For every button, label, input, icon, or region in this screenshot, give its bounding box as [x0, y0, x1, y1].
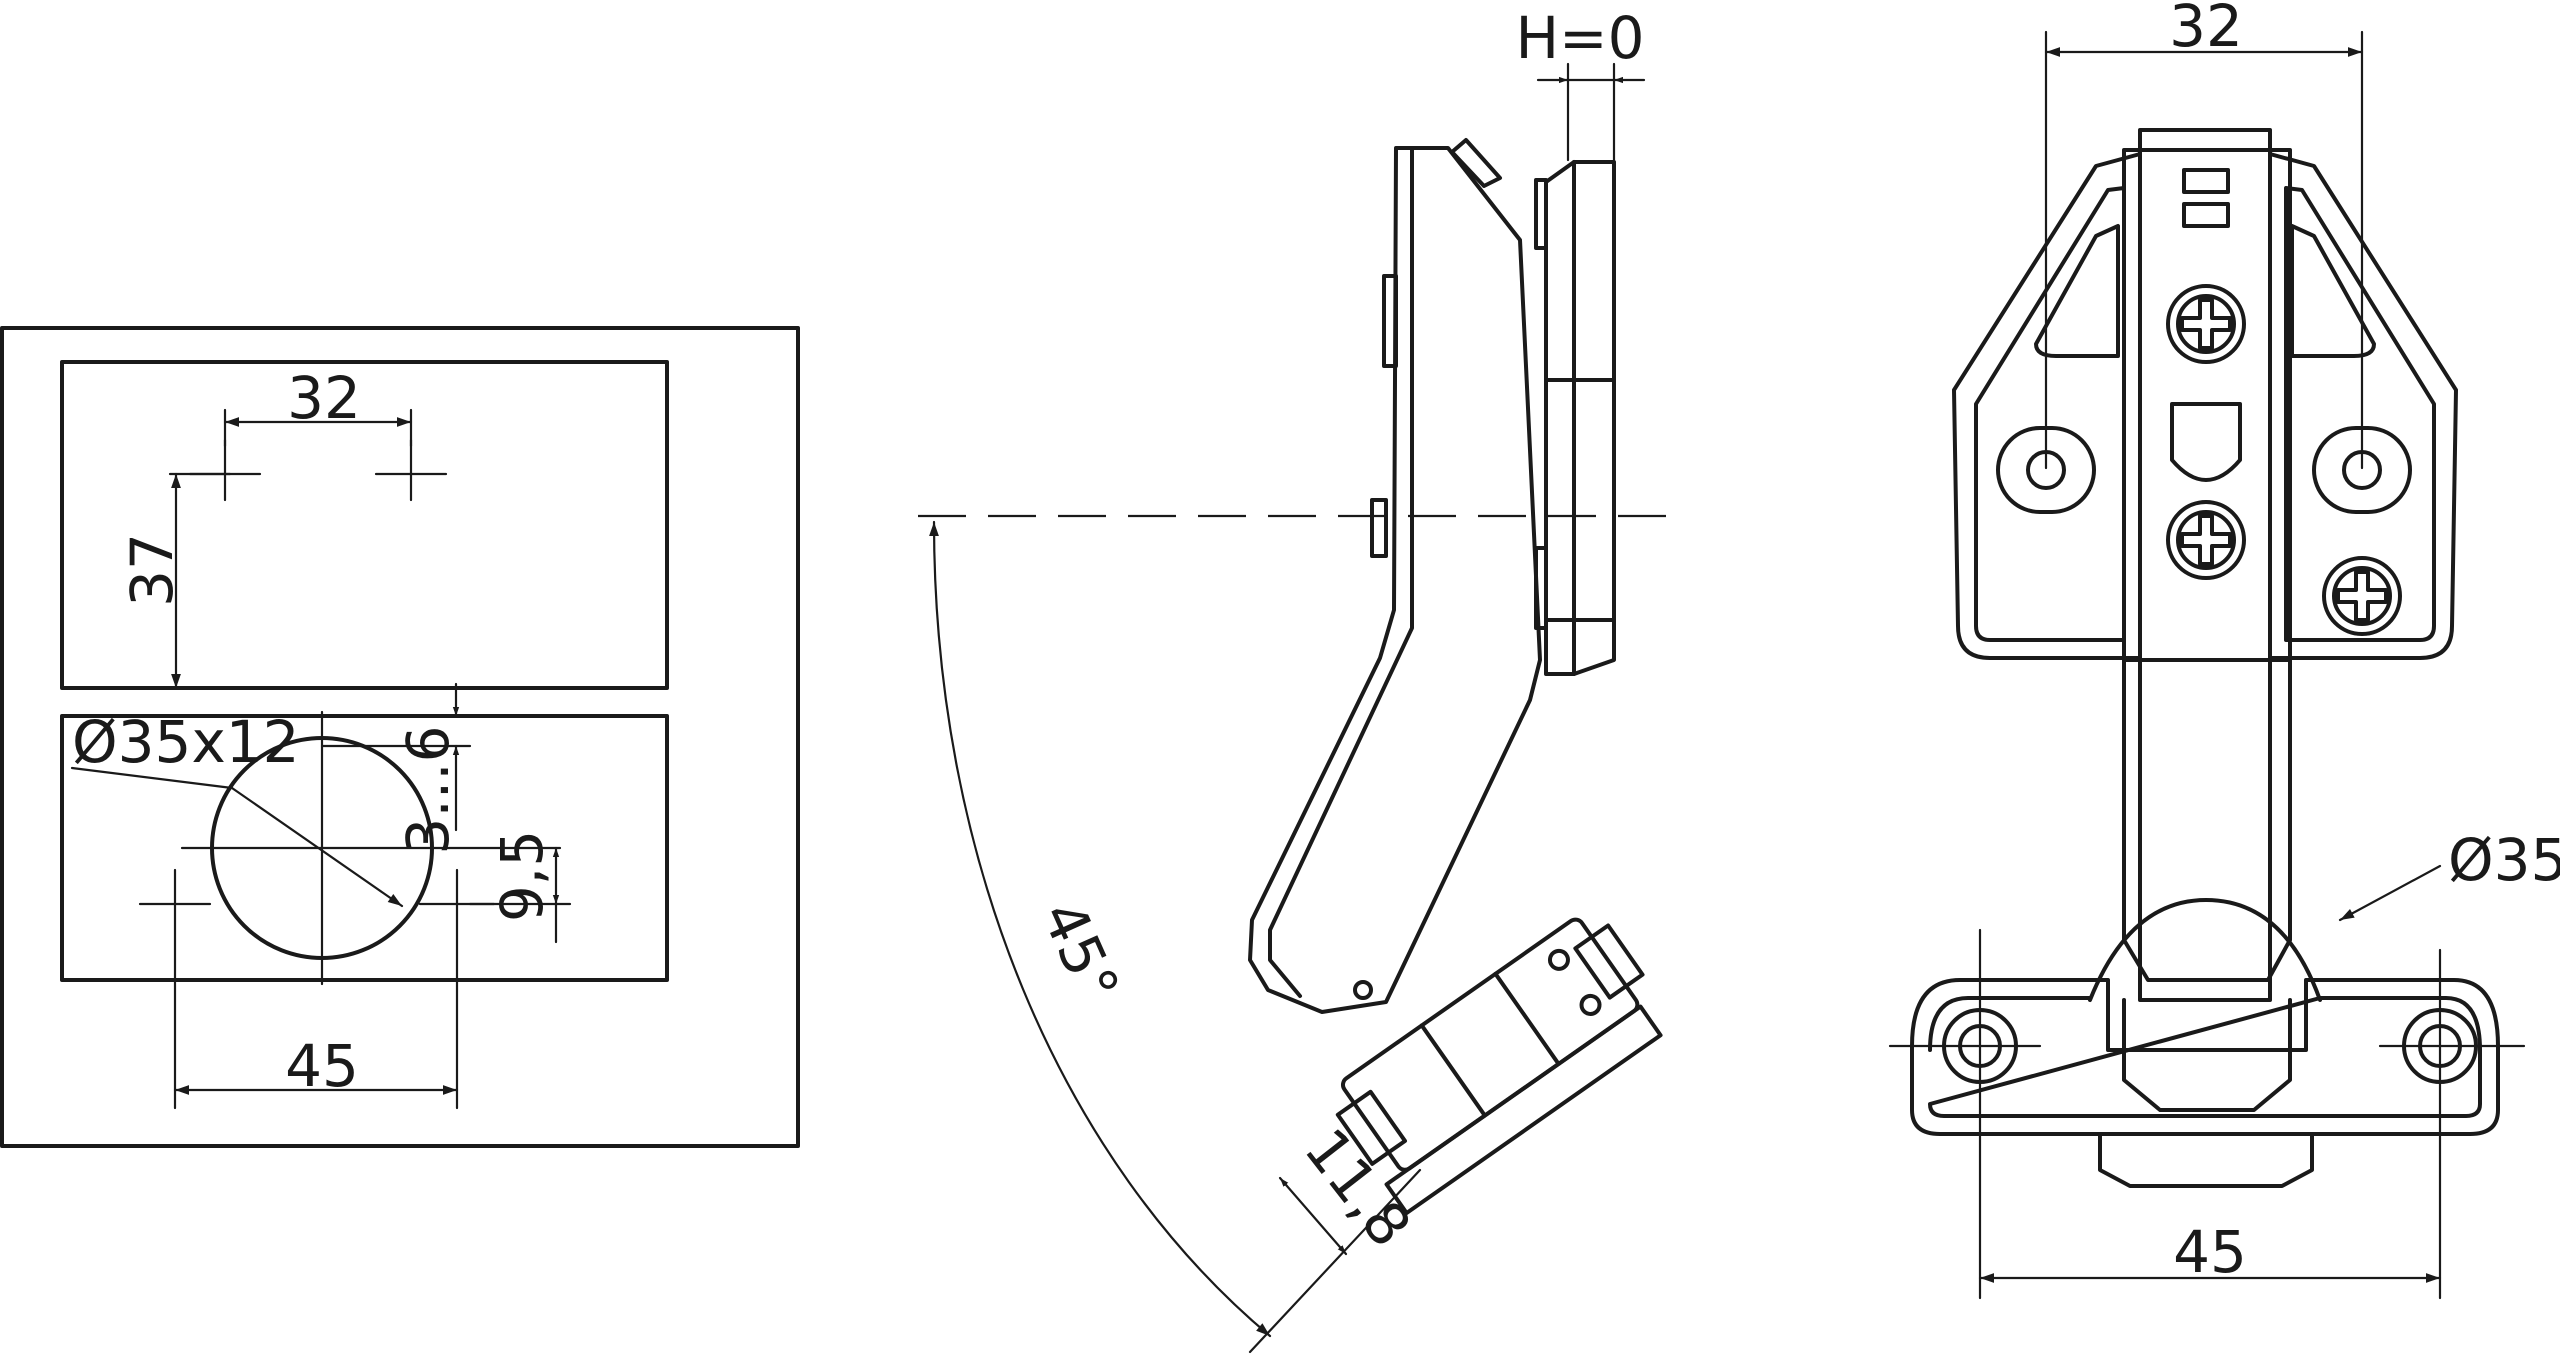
- mounting-screw-right: [2322, 556, 2402, 636]
- plate-hole-mark-right: [374, 438, 448, 502]
- cup-diameter-leader: [230, 786, 404, 908]
- hinge-arm-front: [2138, 128, 2272, 1002]
- cup-diameter-label-front: Ø35: [2448, 826, 2560, 894]
- hinge-arm: [1248, 146, 1542, 1014]
- dimension-line-cup-depth: [1278, 1176, 1348, 1256]
- drilling-plan-view: 32 37 Ø35x12 3...6 9,5 45: [0, 326, 800, 1148]
- cup-base-plate: [1910, 978, 2500, 1136]
- dimension-label-base-45: 45: [2173, 1218, 2247, 1286]
- opening-angle-label: 45°: [1028, 891, 1132, 1013]
- hinge-cup: [1335, 917, 1663, 1216]
- door-outline: [0, 326, 800, 1148]
- cam-window: [2170, 402, 2242, 482]
- adjustment-screw-upper: [2166, 284, 2246, 364]
- dimension-label-edge-distance: 3...6: [394, 725, 462, 854]
- dimension-label-plate-32: 32: [2169, 0, 2243, 60]
- cup-diameter-leader-front: [2338, 864, 2442, 922]
- adjustment-screw-middle: [2166, 500, 2246, 580]
- hinge-side-view: H=0 45° 11,8: [918, 4, 1668, 1354]
- cup-diameter-label: Ø35x12: [72, 708, 300, 776]
- dimension-label-overlay: H=0: [1515, 4, 1644, 72]
- door-panel: [60, 714, 669, 982]
- dimension-label-9-5: 9,5: [488, 830, 556, 922]
- opening-angle-arc: [929, 520, 1272, 1338]
- cabinet-side-panel: [60, 360, 669, 690]
- cup-dome: [2088, 898, 2322, 1002]
- plate-hole-mark-left: [188, 438, 262, 502]
- door-screw-mark-left: [138, 868, 212, 1110]
- mounting-plate: [1572, 160, 1616, 676]
- cup-screw-hole-right: [2378, 1008, 2526, 1084]
- hinge-front-view: 32 Ø35 45: [1888, 0, 2560, 1300]
- door-screw-mark-right: [418, 868, 496, 1110]
- dimension-label-37: 37: [118, 533, 186, 607]
- dimension-label-45: 45: [285, 1032, 359, 1100]
- dimension-label-32: 32: [287, 364, 361, 432]
